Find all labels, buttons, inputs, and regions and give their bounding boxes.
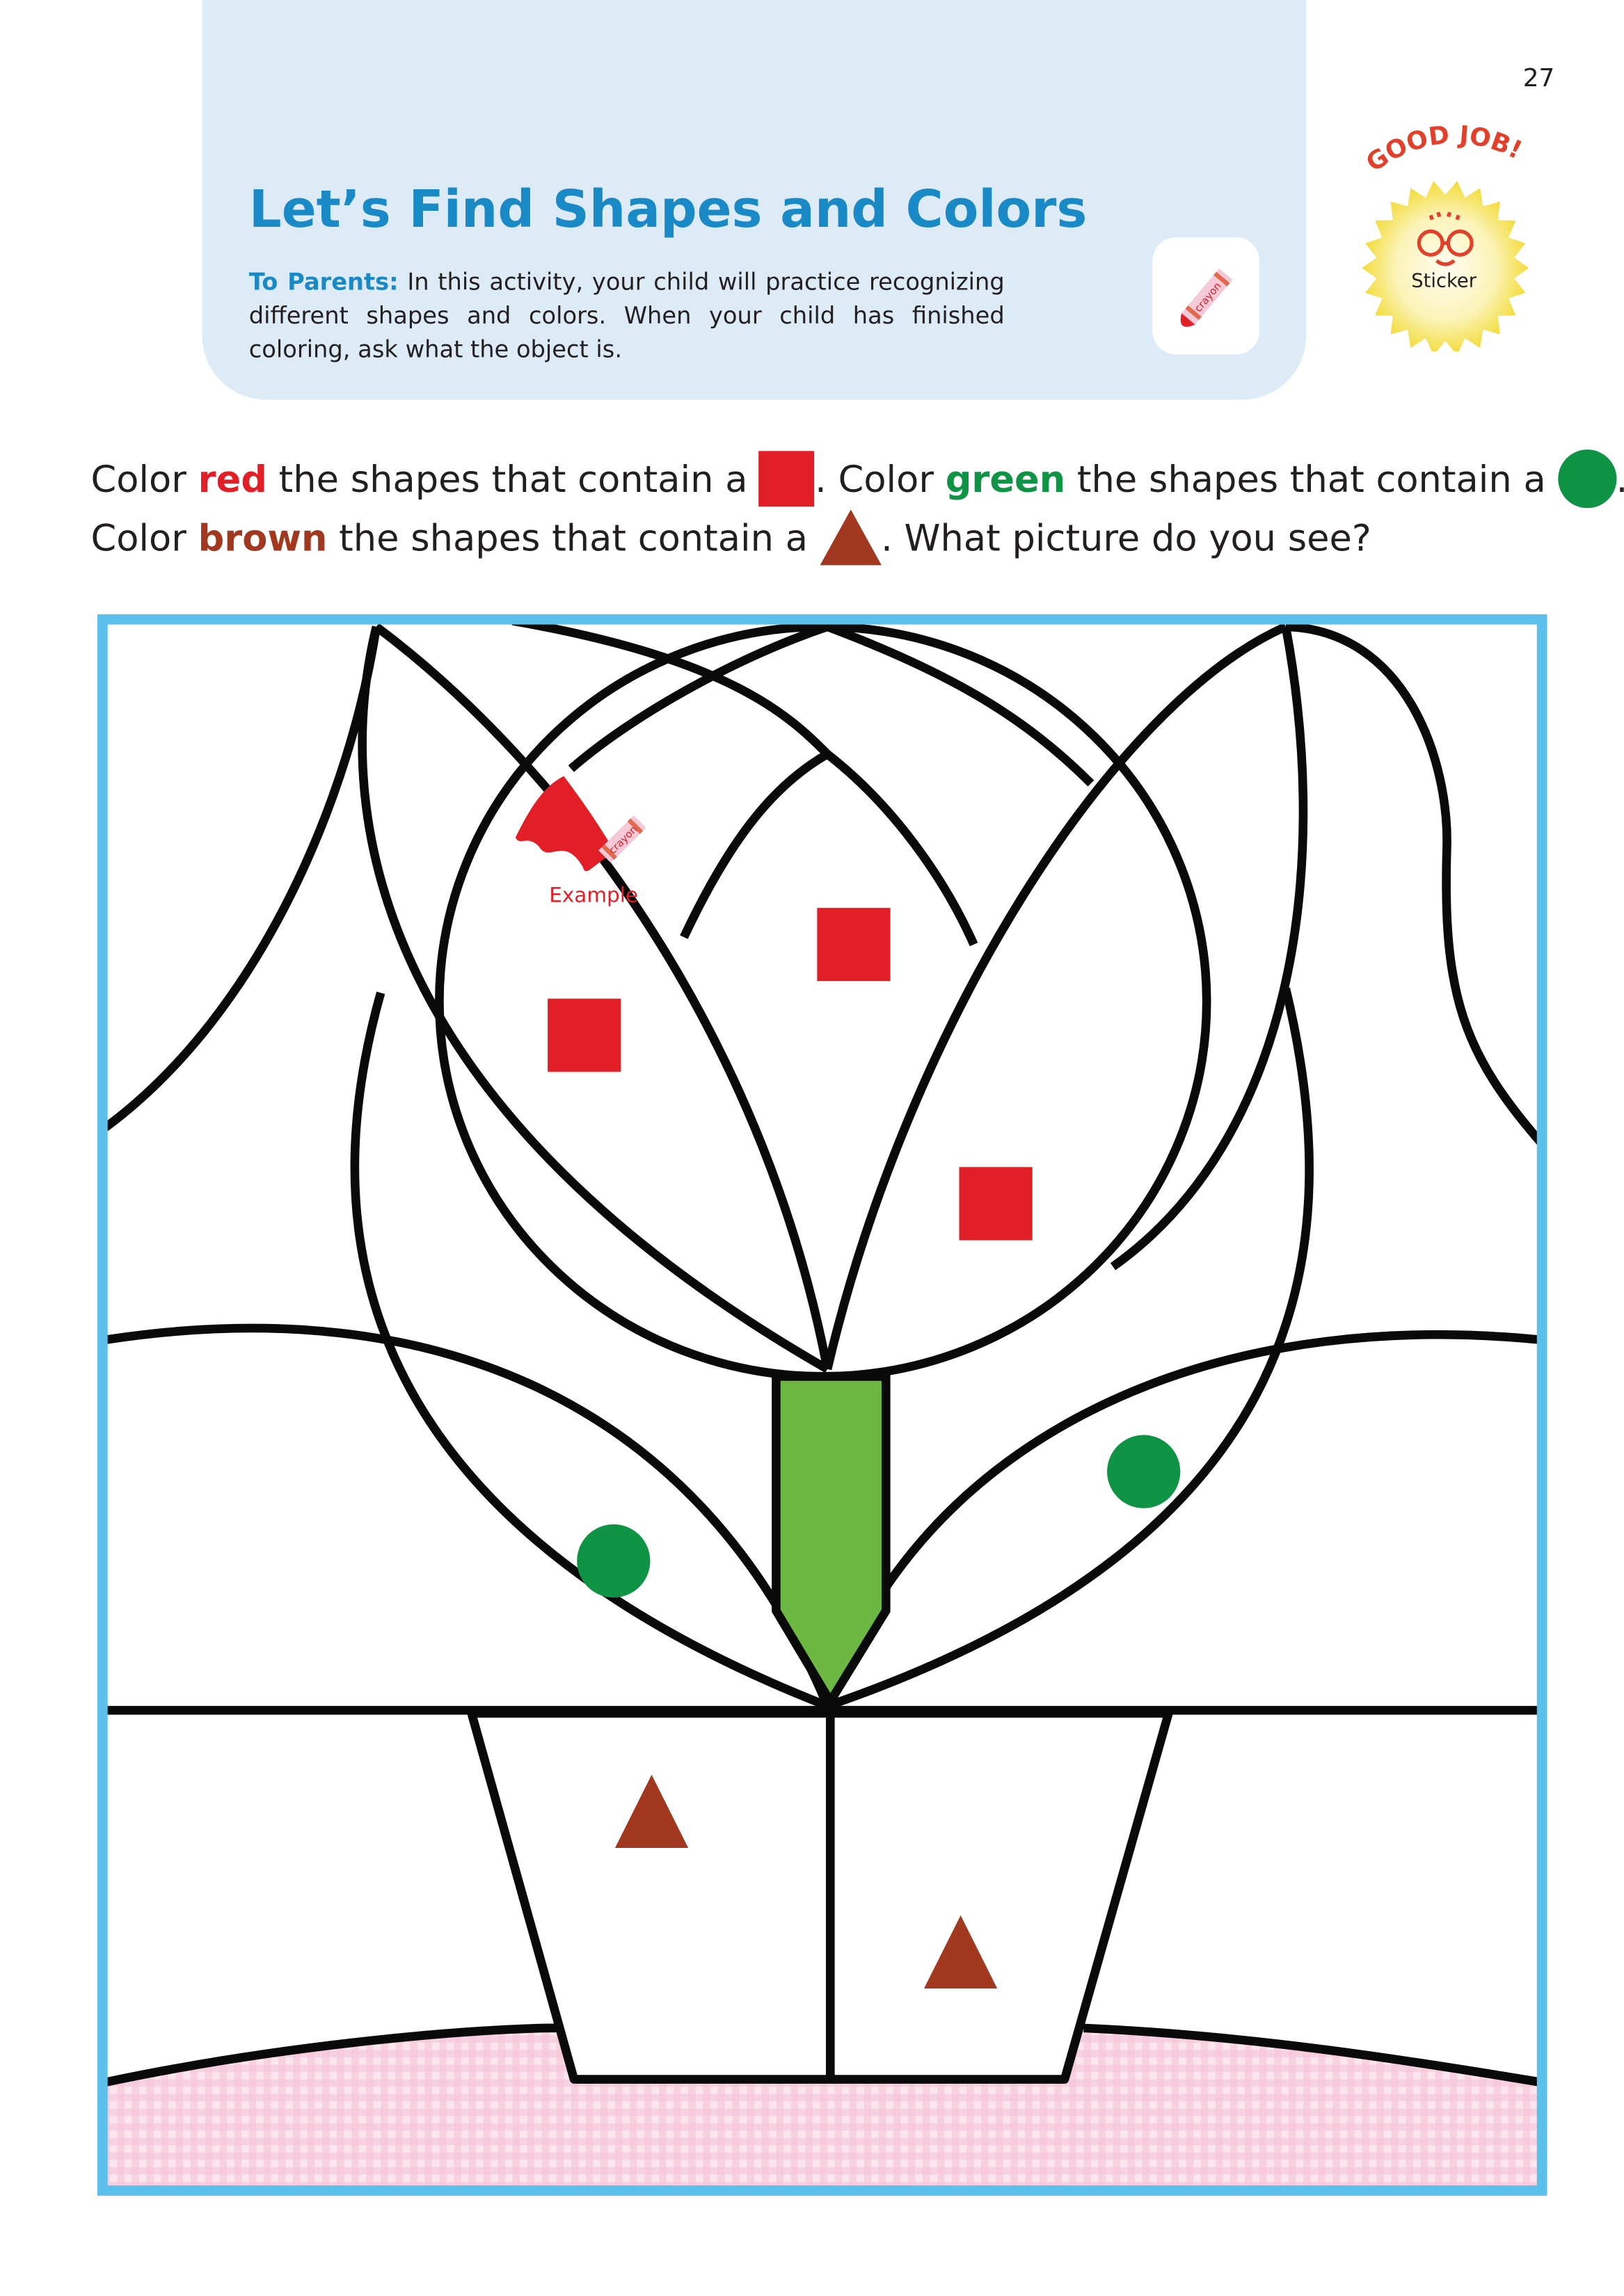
stem-example-fill (772, 1372, 891, 1710)
parents-note: To Parents: In this activity, your child… (249, 265, 1005, 366)
crayon-badge: crayon (1152, 237, 1259, 355)
parents-text: In this activity, your child will practi… (248, 268, 1005, 363)
brown-triangle-mark (614, 1774, 689, 1849)
parents-label: To Parents: (248, 268, 399, 296)
red-square-icon (759, 451, 815, 507)
tablecloth-region (106, 2027, 1538, 2187)
page-number: 27 (1522, 64, 1555, 94)
outline-lines (106, 623, 1538, 2087)
brown-triangle-mark (924, 1915, 998, 1989)
example-label: Example (549, 884, 639, 908)
green-circles (577, 1435, 1181, 1598)
example-crayon-icon: crayon (598, 815, 646, 863)
instr-text: Color (90, 516, 198, 559)
instr-text: the shapes that contain a (327, 516, 820, 559)
instruction-line-1: Color red the shapes that contain a . Co… (90, 449, 1624, 509)
red-square-mark (959, 1167, 1033, 1241)
instr-text: the shapes that contain a (1065, 457, 1558, 500)
smiley-glasses-icon (1417, 212, 1474, 266)
instr-text: Color (90, 457, 198, 500)
header-panel (202, 0, 1307, 400)
instr-text: the shapes that contain a (266, 457, 760, 500)
page-title: Let’s Find Shapes and Colors (248, 181, 1088, 241)
instr-text: . (1616, 458, 1624, 500)
instr-text: . Color (815, 457, 946, 500)
green-circle-mark (577, 1524, 651, 1598)
red-square-mark (817, 907, 891, 982)
good-job-sticker: GOOD JOB! (1361, 120, 1529, 352)
brown-triangle-icon (819, 509, 882, 566)
instr-color-red: red (198, 457, 267, 500)
picture-frame (97, 614, 1547, 2196)
green-circle-icon (1557, 449, 1616, 509)
brown-triangles (614, 1774, 998, 1989)
green-circle-mark (1107, 1435, 1181, 1508)
instruction-line-2: Color brown the shapes that contain a . … (90, 509, 1371, 566)
instr-color-brown: brown (198, 516, 328, 559)
example-red-fill (515, 776, 615, 872)
sticker-burst (1362, 181, 1529, 352)
instr-text: . What picture do you see? (881, 516, 1371, 559)
crayon-icon: crayon (1180, 268, 1233, 327)
sticker-label: Sticker (1411, 271, 1476, 293)
red-square-mark (548, 998, 621, 1072)
red-squares (548, 907, 1033, 1241)
instr-color-green: green (945, 457, 1066, 500)
